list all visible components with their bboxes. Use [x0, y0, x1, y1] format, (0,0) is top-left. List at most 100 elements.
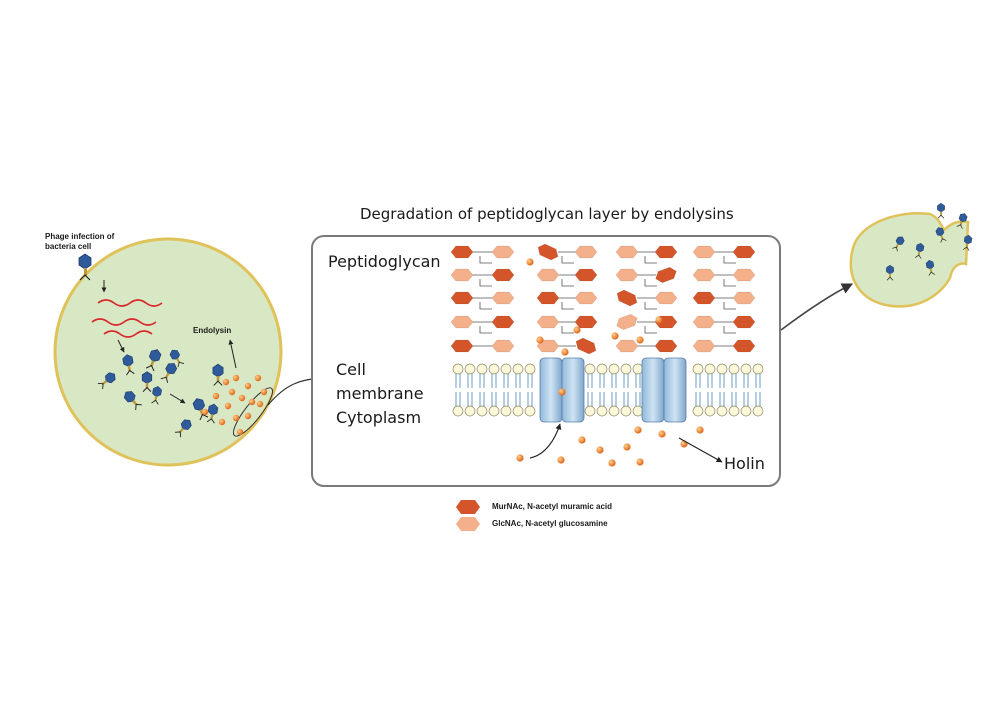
cell-membrane-label-line2: membrane	[336, 384, 424, 403]
lipid-tail-inner	[707, 392, 713, 406]
lipid-tail-outer	[479, 374, 485, 388]
legend	[456, 500, 480, 531]
lipid-head-outer	[524, 363, 536, 375]
endolysin-dot	[516, 454, 524, 462]
peptide-bridge	[723, 279, 736, 287]
glcnac-hexagon	[654, 291, 678, 305]
endolysin-dot	[254, 374, 262, 382]
lipid-head-inner	[524, 405, 536, 417]
lipid-head-outer	[632, 363, 644, 375]
endolysin-entry-arrow	[529, 423, 562, 459]
lipid-head-outer	[728, 363, 740, 375]
legend-glcnac-label: GlcNAc, N-acetyl glucosamine	[492, 519, 608, 528]
lipid-head-outer	[752, 363, 764, 375]
endolysin-dot	[201, 408, 209, 416]
lysed-bacteria-cell	[849, 212, 970, 308]
peptide-bridge	[723, 256, 736, 264]
phage-dna-strands	[91, 299, 163, 338]
murnac-hexagon	[654, 339, 678, 353]
lipid-head-inner	[620, 405, 632, 417]
lipid-head-outer	[500, 363, 512, 375]
lipid-tail-outer	[515, 374, 521, 388]
endolysin-label: Endolysin	[193, 326, 232, 335]
glcnac-hexagon	[615, 268, 639, 282]
lipid-tail-inner	[623, 392, 629, 406]
lipid-head-outer	[488, 363, 500, 375]
zoom-region-ellipse	[232, 387, 274, 437]
endolysin-dot	[558, 388, 566, 396]
panel-endolysin-dots	[516, 258, 704, 467]
glcnac-hexagon	[616, 313, 638, 331]
lipid-head-inner	[608, 405, 620, 417]
lipid-tail-inner	[515, 392, 521, 406]
holin-channel-1	[539, 357, 585, 423]
endolysin-dot	[224, 402, 232, 410]
endolysin-dot	[260, 388, 268, 396]
lipid-tail-inner	[479, 392, 485, 406]
membrane-lipid-bilayer	[452, 363, 764, 417]
endolysin-dot	[611, 332, 619, 340]
lipid-head-outer	[464, 363, 476, 375]
lipid-tail-inner	[503, 392, 509, 406]
lipid-tail-inner	[731, 392, 737, 406]
lipid-head-outer	[512, 363, 524, 375]
lipid-head-inner	[632, 405, 644, 417]
endolysin-dot	[218, 418, 226, 426]
legend-murnac-icon	[456, 500, 480, 514]
phage-icon	[935, 227, 947, 243]
phage-icon	[151, 386, 162, 405]
phage-icon	[915, 242, 925, 259]
lipid-tail-inner	[743, 392, 749, 406]
phage-icon	[169, 349, 185, 368]
peptide-bridge	[561, 326, 574, 334]
cytoplasm-label: Cytoplasm	[336, 408, 422, 427]
progeny-phages	[97, 349, 224, 438]
peptide-bridge	[644, 256, 657, 264]
phage-icon	[212, 363, 224, 386]
phage-icon	[892, 236, 905, 252]
peptide-bridge	[644, 302, 657, 310]
lipid-tail-outer	[455, 374, 461, 388]
glcnac-hexagon	[536, 268, 560, 282]
murnac-hexagon	[616, 289, 638, 307]
lipid-tail-outer	[743, 374, 749, 388]
phage-icon	[886, 264, 894, 281]
murnac-hexagon	[450, 291, 474, 305]
lipid-tail-inner	[467, 392, 473, 406]
lipid-head-outer	[584, 363, 596, 375]
lipid-tail-inner	[599, 392, 605, 406]
phage-infection-label-line1: Phage infection of	[45, 232, 115, 241]
lipid-tail-inner	[527, 392, 533, 406]
murnac-hexagon	[491, 268, 515, 282]
glcnac-hexagon	[692, 339, 716, 353]
lipid-head-outer	[716, 363, 728, 375]
murnac-hexagon	[450, 245, 474, 259]
murnac-hexagon	[574, 315, 598, 329]
peptide-bridge	[479, 279, 492, 287]
lipid-head-outer	[704, 363, 716, 375]
endolysin-dot	[573, 326, 581, 334]
lipid-tail-outer	[695, 374, 701, 388]
phage-icon	[956, 213, 968, 229]
glcnac-hexagon	[732, 291, 756, 305]
phage-icon	[123, 391, 142, 411]
glcnac-hexagon	[574, 291, 598, 305]
peptide-bridge	[644, 326, 657, 334]
glcnac-hexagon	[450, 268, 474, 282]
murnac-hexagon	[450, 339, 474, 353]
endolysin-dots	[201, 374, 268, 436]
bacteria-cell-body	[53, 237, 283, 467]
glcnac-hexagon	[692, 268, 716, 282]
lipid-tail-outer	[467, 374, 473, 388]
peptide-bridge	[561, 302, 574, 310]
lipid-head-inner	[716, 405, 728, 417]
glcnac-hexagon	[574, 245, 598, 259]
lipid-head-outer	[596, 363, 608, 375]
lipid-head-outer	[692, 363, 704, 375]
glcnac-hexagon	[692, 245, 716, 259]
lipid-head-inner	[752, 405, 764, 417]
lipid-tail-inner	[587, 392, 593, 406]
infected-bacteria-cell	[53, 237, 283, 467]
endolysin-dot	[228, 388, 236, 396]
